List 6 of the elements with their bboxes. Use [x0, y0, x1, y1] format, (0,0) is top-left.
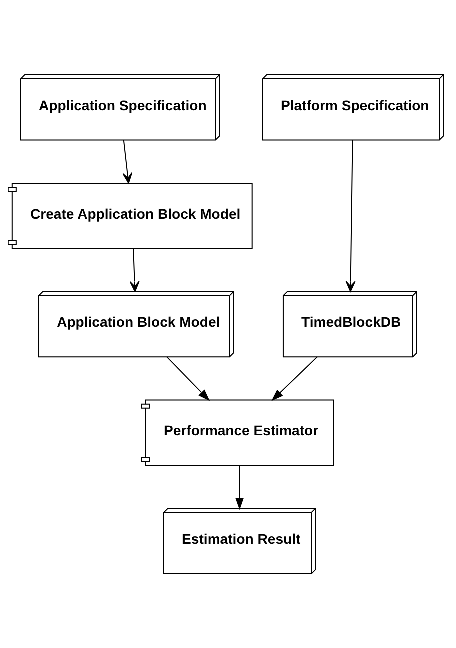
arrow [122, 140, 133, 184]
arrow [346, 140, 356, 292]
arrow [166, 356, 210, 401]
arrow [236, 465, 244, 510]
arrow [130, 248, 140, 292]
arrow [272, 356, 318, 401]
